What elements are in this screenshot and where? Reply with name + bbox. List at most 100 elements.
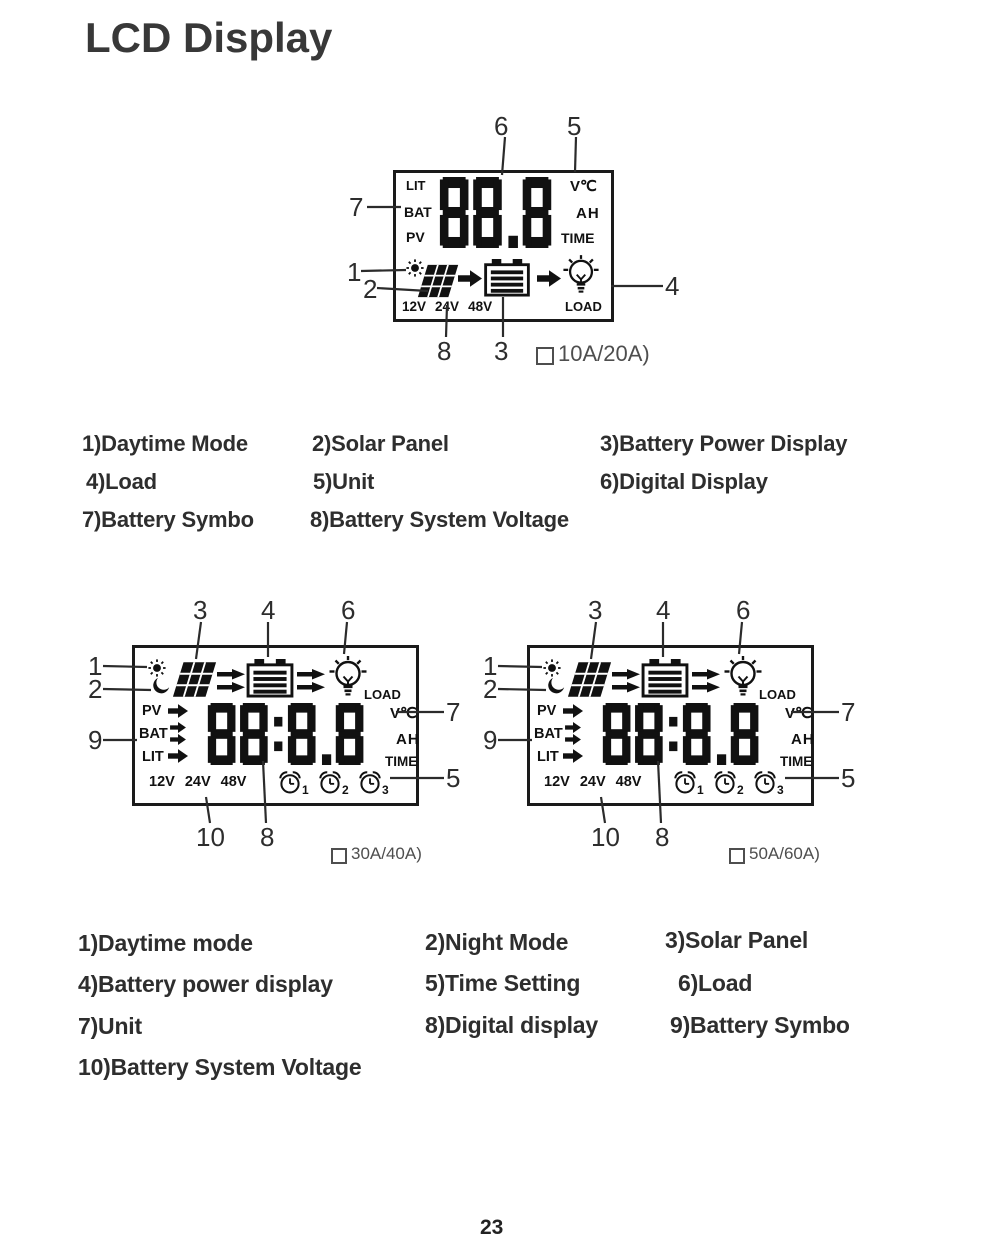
battery-system-voltage: 12V 24V 48V (402, 300, 492, 314)
legend-item: 2)Night Mode (425, 929, 569, 955)
model-checkbox-icon (729, 848, 745, 864)
load-bulb-icon (562, 254, 600, 299)
callout-7: 7 (349, 192, 364, 222)
double-arrow-icon (297, 669, 327, 693)
legend-item: 4)Load (86, 469, 157, 494)
load-label: LOAD (364, 687, 401, 702)
arrow-right-icon (537, 270, 561, 287)
battery-system-voltage: 12V 24V 48V (149, 775, 246, 790)
model-label-50a-60a: 50A/60A) (749, 844, 820, 863)
timer2-clock-icon (713, 769, 737, 795)
model-label-30a-40a: 30A/40A) (351, 844, 422, 863)
legend-item: 7)Battery Symbo (82, 507, 254, 532)
callout-2: 2 (88, 674, 103, 704)
callout-10: 10 (196, 822, 225, 852)
legend-item: 8)Digital display (425, 1012, 598, 1038)
voltage-48v: 48V (220, 774, 247, 790)
sun-icon (148, 659, 166, 677)
callout-6: 6 (736, 595, 751, 625)
lcd-label-pv: PV (142, 703, 162, 719)
double-arrow-icon (692, 669, 722, 693)
lcd-label-lit: LIT (537, 749, 559, 765)
page-title: LCD Display (85, 14, 333, 61)
callout-7: 7 (841, 697, 856, 727)
timer3-subscript: 3 (382, 783, 389, 797)
callout-7: 7 (446, 697, 461, 727)
callout-4: 4 (656, 595, 671, 625)
callout-3: 3 (588, 595, 603, 625)
voltage-48v: 48V (468, 299, 493, 314)
legend-item: 6)Digital Display (600, 469, 768, 494)
solar-panel-icon (172, 661, 218, 698)
timer3-clock-icon (753, 769, 777, 795)
voltage-24v: 24V (184, 774, 211, 790)
battery-system-voltage: 12V 24V 48V (544, 775, 641, 790)
timer3-subscript: 3 (777, 783, 784, 797)
arrow-right-icon (168, 749, 188, 763)
moon-icon (153, 677, 170, 694)
legend-item: 10)Battery System Voltage (78, 1054, 362, 1080)
voltage-24v: 24V (579, 774, 606, 790)
legend-item: 4)Battery power display (78, 971, 333, 997)
callout-3: 3 (494, 336, 509, 366)
callout-4: 4 (261, 595, 276, 625)
timer2-subscript: 2 (342, 783, 349, 797)
double-arrow-icon (612, 669, 642, 693)
voltage-48v: 48V (615, 774, 642, 790)
digital-display (206, 703, 368, 765)
lcd-label-bat: BAT (404, 204, 432, 220)
callout-1: 1 (88, 651, 103, 681)
legend-item: 8)Battery System Voltage (310, 507, 569, 532)
voltage-12v: 12V (402, 299, 427, 314)
arrow-right-icon (168, 734, 188, 745)
lcd-label-lit: LIT (142, 749, 164, 765)
callout-3: 3 (193, 595, 208, 625)
sun-icon (543, 659, 561, 677)
callout-1: 1 (347, 257, 362, 287)
lcd-unit-ah: AH (576, 205, 600, 222)
lcd-unit-vc: V℃ (570, 178, 597, 195)
model-label-10a-20a: 10A/20A) (558, 341, 650, 366)
callout-2: 2 (483, 674, 498, 704)
lcd-unit-vc: V℃ (390, 705, 417, 722)
page-number: 23 (480, 1216, 504, 1239)
lcd-label-bat: BAT (139, 726, 168, 742)
load-bulb-icon (328, 655, 368, 702)
timer1-subscript: 1 (302, 783, 309, 797)
timer1-subscript: 1 (697, 783, 704, 797)
lcd-label-bat: BAT (534, 726, 563, 742)
arrow-right-icon (563, 749, 583, 763)
callout-2: 2 (363, 274, 378, 304)
callout-5: 5 (567, 111, 582, 141)
solar-panel-icon (567, 661, 613, 698)
arrow-right-icon (168, 722, 188, 733)
lcd-unit-ah: AH (791, 731, 815, 748)
voltage-24v: 24V (435, 299, 460, 314)
lcd-display-10a-20a: LIT BAT PV V℃ AH TIME LOAD 12V 24V 48V (393, 170, 614, 322)
lcd-unit-ah: AH (396, 731, 420, 748)
double-arrow-icon (217, 669, 247, 693)
legend-item: 9)Battery Symbo (670, 1012, 850, 1038)
arrow-right-icon (563, 704, 583, 718)
legend-item: 1)Daytime Mode (82, 431, 248, 456)
solar-panel-icon (417, 262, 460, 300)
callout-4: 4 (665, 271, 680, 301)
callout-8: 8 (260, 822, 275, 852)
callout-6: 6 (341, 595, 356, 625)
callout-6: 6 (494, 111, 509, 141)
callout-1: 1 (483, 651, 498, 681)
callout-8: 8 (655, 822, 670, 852)
callout-9: 9 (483, 725, 498, 755)
lcd-unit-time: TIME (561, 230, 595, 246)
legend-item: 3)Battery Power Display (600, 431, 848, 456)
timer2-clock-icon (318, 769, 342, 795)
arrow-right-icon (563, 734, 583, 745)
callout-9: 9 (88, 725, 103, 755)
legend-item: 1)Daytime mode (78, 930, 253, 956)
timer1-clock-icon (278, 769, 302, 795)
lcd-label-pv: PV (406, 229, 425, 245)
arrow-right-icon (458, 270, 482, 287)
digital-display (438, 177, 556, 248)
legend-item: 7)Unit (78, 1013, 142, 1039)
